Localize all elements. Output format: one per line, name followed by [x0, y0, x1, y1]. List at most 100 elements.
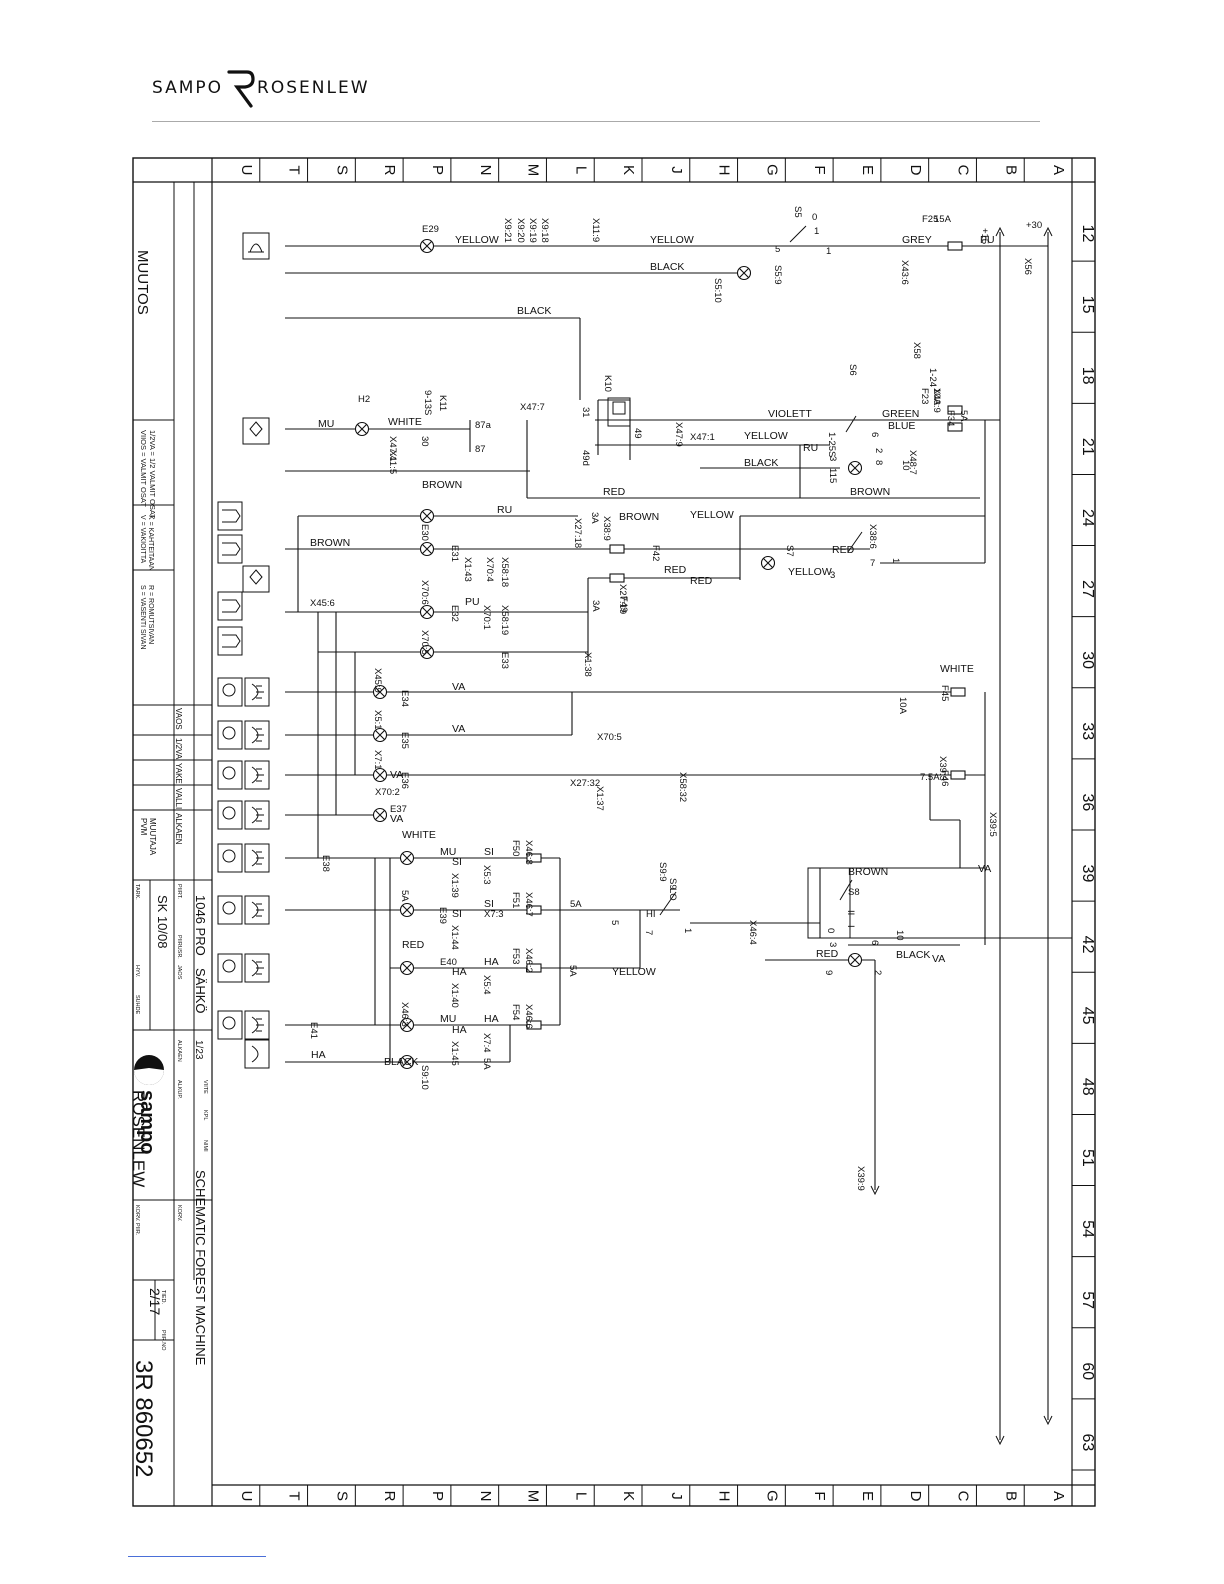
component-label: S7: [784, 545, 795, 557]
terminal-label: 1-25S: [826, 432, 837, 457]
component-label: X7:1: [372, 750, 383, 770]
note-romut: R = ROMUTSIVAN: [147, 585, 154, 644]
component-label: F25: [922, 214, 938, 225]
component-label: S5:10: [712, 278, 723, 303]
brand-right-word: ROSENLEW: [257, 78, 370, 98]
component-label: F50: [510, 840, 521, 856]
component-label: X9:18: [539, 218, 550, 243]
wire-color-label: RU: [803, 442, 818, 454]
row-label: 45: [1079, 1007, 1096, 1025]
component-label: S5: [792, 206, 803, 218]
wire-color-label: SI: [484, 898, 494, 910]
panel-lamp-switch-icon: [222, 901, 236, 915]
component-label: X46:4: [747, 920, 758, 945]
component-label: X7:4: [481, 1033, 492, 1053]
work-light-icon: [251, 726, 264, 744]
column-label-top: E: [859, 165, 876, 175]
terminal-label: I: [845, 925, 856, 928]
wire-color-label: HA: [311, 1049, 326, 1061]
terminal-label: 10: [894, 930, 905, 941]
work-light-icon: [244, 800, 270, 830]
work-light-icon: [251, 766, 264, 784]
lamp-icon: [422, 544, 432, 554]
component-label: X5:3: [481, 865, 492, 885]
terminal-label: 87: [475, 444, 486, 455]
terminal-label: LO: [667, 888, 678, 901]
wire-color-label: BROWN: [619, 511, 659, 523]
terminal-label: 6: [869, 432, 880, 437]
wire-color-label: BLACK: [650, 261, 684, 273]
component-label: X47:9: [673, 422, 684, 447]
row-label: 27: [1079, 580, 1096, 598]
component-label: X58:32: [677, 772, 688, 802]
component-label: E39: [437, 907, 448, 924]
title-block-texts: MUUTOS VIIOS = VALMIT OSAT 1/2VA = 1/2 V…: [129, 250, 208, 1477]
column-label-top: U: [238, 165, 255, 176]
row-label: 18: [1079, 367, 1096, 385]
terminal-label: 1: [826, 246, 831, 257]
wire-color-label: SI: [452, 908, 462, 920]
work-light-icon: [251, 683, 264, 701]
component-label: X9:21: [502, 218, 513, 243]
work-light-icon: [251, 1016, 264, 1034]
component-label: X27:18: [572, 518, 583, 548]
fuse-icon: [947, 405, 963, 415]
work-light-icon: [244, 1039, 270, 1069]
component-label: S5:9: [772, 265, 783, 285]
row-label: 51: [1079, 1149, 1096, 1167]
title-block-field-label: KORV. PIIR.: [134, 1205, 140, 1236]
column-label-top: T: [286, 165, 303, 174]
title-block-lines: [133, 182, 212, 1506]
terminal-label: 1: [890, 558, 901, 563]
terminal-label: 2: [872, 970, 883, 975]
terminal-label: 5: [827, 478, 838, 483]
wiring: [285, 232, 1072, 1440]
component-label: X1:38: [582, 652, 593, 677]
component-label: X45:6: [310, 598, 335, 609]
terminal-label: 15A: [934, 214, 952, 225]
machine-label: 1046 PRO: [193, 895, 208, 956]
component-label: X11:9: [590, 218, 601, 242]
title-block-field-label: TIED.: [160, 1290, 166, 1305]
panel-lamp-switch-icon: [217, 720, 243, 750]
component-label: X1:40: [449, 983, 460, 1008]
component-label: F42: [650, 545, 661, 561]
wire-color-label: BROWN: [310, 537, 350, 549]
note-valmit: VIIOS = VALMIT OSAT: [139, 430, 148, 507]
title-block-field-label: SUHDE: [134, 995, 140, 1015]
panel-lamp-switch-icon: [222, 683, 236, 697]
wire-color-label: PU: [980, 234, 995, 246]
footer-rule: [128, 1556, 266, 1557]
component-label: X45:9: [372, 668, 383, 693]
component-label: X1:37: [594, 786, 605, 811]
side-tab-label: VAOS: [174, 708, 183, 730]
column-label-top: S: [333, 165, 350, 175]
component-label: E30: [419, 524, 430, 541]
column-label-bottom: S: [333, 1491, 350, 1501]
row-label: 12: [1079, 225, 1096, 243]
column-label-bottom: T: [286, 1491, 303, 1500]
column-label-top: M: [525, 164, 542, 177]
wire-color-label: SI: [484, 846, 494, 858]
component-label: X39:3: [937, 756, 948, 781]
component-label: E36: [399, 772, 410, 789]
row-label: 60: [1079, 1362, 1096, 1380]
wire-color-label: YELLOW: [690, 509, 734, 521]
column-label-bottom: U: [238, 1491, 255, 1502]
wire-color-label: WHITE: [402, 829, 436, 841]
lamps: [354, 238, 863, 1070]
component-label: X39:9: [855, 1166, 866, 1191]
component-label: X39:5: [987, 812, 998, 837]
terminal-label: 0: [825, 928, 836, 933]
lamp-icon: [402, 1020, 412, 1030]
note-kahteitaan: K = KAHTEITAAN: [147, 515, 154, 571]
fuse-icon: [947, 422, 963, 432]
row-label: 54: [1079, 1220, 1096, 1238]
work-light-icon: [251, 849, 264, 867]
terminal-label: 31: [580, 407, 591, 418]
wire-color-label: RED: [664, 564, 687, 576]
drawing-name: SCHEMATIC FOREST MACHINE: [193, 1170, 208, 1366]
wire-color-label: YELLOW: [455, 234, 499, 246]
